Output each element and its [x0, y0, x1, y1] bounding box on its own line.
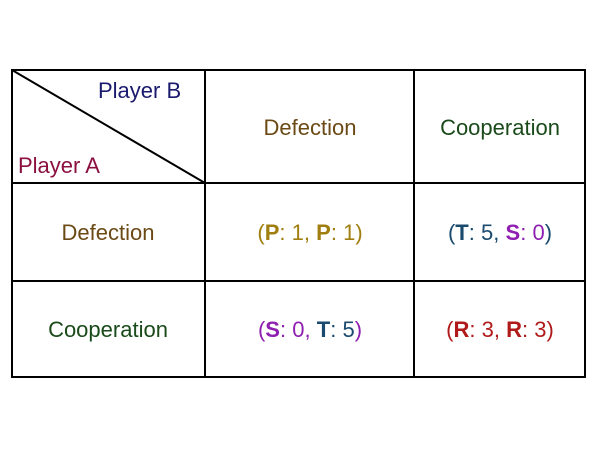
- player-b-payoff: 1: [343, 220, 356, 245]
- separator: ,: [493, 317, 500, 342]
- player-a-payoff: 1: [291, 220, 304, 245]
- payoff-cell-cd: (S: 0, T: 5): [258, 319, 362, 341]
- player-b-payoff: 0: [532, 220, 545, 245]
- player-a-strategy-code: S: [265, 317, 280, 342]
- open-paren: (: [257, 317, 266, 342]
- row-header-cooperation: Cooperation: [48, 317, 168, 342]
- player-b-label: Player B: [98, 78, 182, 103]
- separator: ,: [303, 220, 310, 245]
- colon: :: [468, 220, 475, 245]
- player-b-strategy-code: T: [316, 317, 331, 342]
- column-header-defection: Defection: [263, 115, 357, 140]
- close-paren: ): [546, 317, 554, 342]
- separator: ,: [493, 220, 500, 245]
- matrix-border: [11, 69, 586, 378]
- close-paren: ): [355, 220, 363, 245]
- corner-diagonal: [11, 69, 206, 184]
- player-b-strategy-code: P: [316, 220, 331, 245]
- separator: ,: [304, 317, 311, 342]
- open-paren: (: [447, 220, 456, 245]
- player-a-payoff: 5: [481, 220, 494, 245]
- player-b-strategy-code: S: [505, 220, 521, 245]
- payoff-cell-dc: (T: 5, S: 0): [448, 222, 552, 244]
- colon: :: [520, 220, 527, 245]
- close-paren: ): [544, 220, 553, 245]
- player-a-strategy-code: P: [264, 220, 280, 245]
- payoff-cell-dd: (P: 1, P: 1): [257, 222, 362, 244]
- colon: :: [469, 317, 476, 342]
- row-header-defection: Defection: [61, 220, 155, 245]
- colon: :: [330, 220, 337, 245]
- payoff-cell-cc: (R: 3, R: 3): [446, 319, 554, 341]
- player-a-strategy-code: R: [453, 317, 470, 342]
- player-a-label: Player A: [18, 153, 100, 178]
- player-b-strategy-code: R: [506, 317, 523, 342]
- close-paren: ): [354, 317, 363, 342]
- open-paren: (: [446, 317, 454, 342]
- player-a-payoff: 0: [292, 317, 305, 342]
- colon: :: [330, 317, 337, 342]
- player-a-payoff: 3: [481, 317, 494, 342]
- colon: :: [279, 220, 286, 245]
- column-header-cooperation: Cooperation: [440, 115, 560, 140]
- player-b-payoff: 3: [534, 317, 547, 342]
- colon: :: [279, 317, 287, 342]
- colon: :: [522, 317, 529, 342]
- player-b-payoff: 5: [342, 317, 355, 342]
- player-a-strategy-code: T: [455, 220, 469, 245]
- open-paren: (: [257, 220, 265, 245]
